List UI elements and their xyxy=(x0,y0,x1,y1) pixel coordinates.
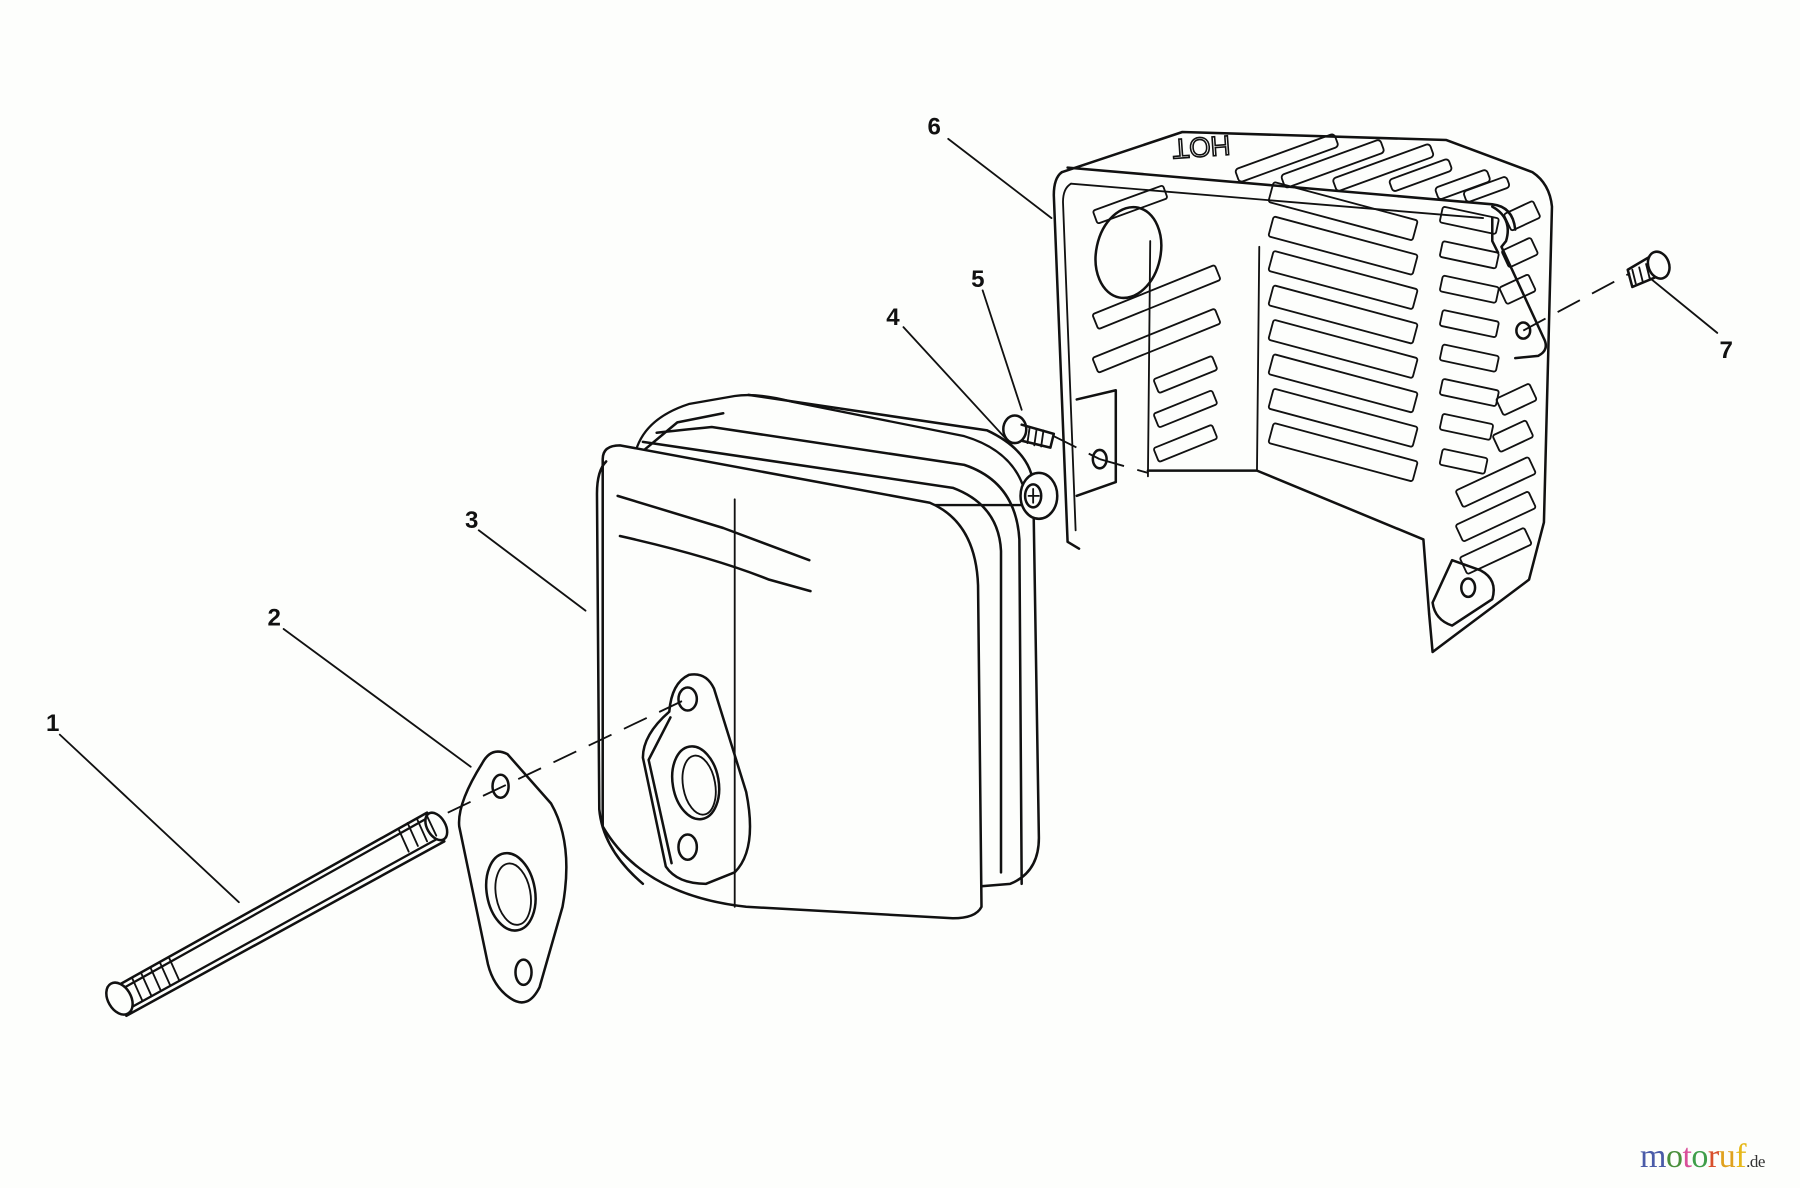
screw-right xyxy=(1626,250,1671,289)
callout-3: 3 xyxy=(465,507,478,534)
logo-letter: m xyxy=(1640,1138,1666,1175)
logo-letter: r xyxy=(1707,1138,1719,1175)
callout-2: 2 xyxy=(268,605,281,632)
assembly-lines xyxy=(447,272,1631,814)
callout-6: 6 xyxy=(928,113,941,140)
callout-4: 4 xyxy=(886,304,900,331)
callout-labels: 1 2 3 4 5 6 7 xyxy=(46,113,1733,737)
stud xyxy=(105,811,449,1018)
logo-letter: f xyxy=(1735,1138,1747,1175)
hot-embossing: HOT xyxy=(1171,130,1231,165)
callout-1: 1 xyxy=(46,710,59,737)
gasket xyxy=(457,750,568,1004)
callout-5: 5 xyxy=(971,266,984,293)
lock-washer-and-screw xyxy=(1002,414,1059,521)
muffler xyxy=(595,393,1041,920)
logo-letter: o xyxy=(1665,1138,1683,1175)
logo-letter: o xyxy=(1691,1138,1708,1175)
logo-suffix: .de xyxy=(1746,1152,1765,1171)
motoruf-watermark-logo: motoruf.de xyxy=(1640,1138,1765,1176)
leader-lines xyxy=(58,137,1719,904)
muffler-guard: HOT xyxy=(1052,129,1554,654)
logo-letter: u xyxy=(1718,1138,1736,1175)
logo-letter: t xyxy=(1682,1138,1692,1175)
callout-7: 7 xyxy=(1720,337,1733,364)
